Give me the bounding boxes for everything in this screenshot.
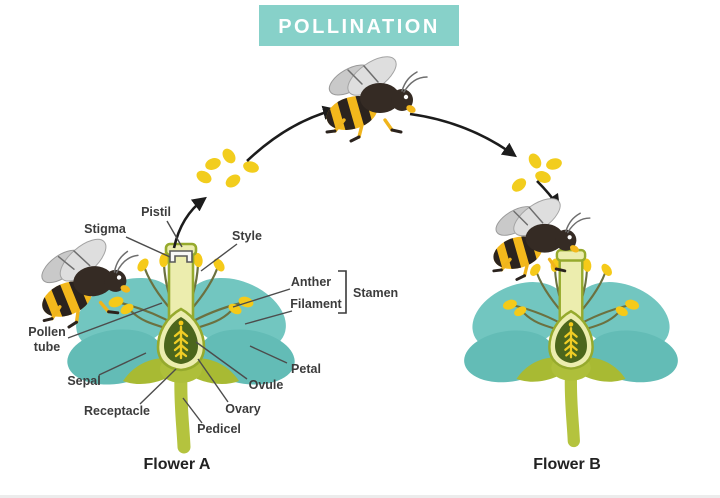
flower-b-illustration <box>461 250 682 441</box>
label-stamen: Stamen <box>353 286 398 300</box>
label-filament: Filament <box>290 297 342 311</box>
leader-anther <box>232 288 291 308</box>
leader-pollen-tube <box>67 302 163 339</box>
leader-petal <box>249 345 288 364</box>
bee-icon-top <box>318 49 427 141</box>
leader-pistil <box>166 220 183 248</box>
page-title: POLLINATION <box>278 16 440 38</box>
title-banner: POLLINATION <box>259 5 459 46</box>
label-anther: Anther <box>291 275 331 289</box>
label-petal: Petal <box>291 362 321 376</box>
leader-style <box>200 243 238 272</box>
stamen-bracket <box>338 270 347 314</box>
pollen-cluster-left <box>194 146 261 191</box>
label-ovary: Ovary <box>225 402 260 416</box>
part-labels: Pistil Stigma Style Anther Filament Stam… <box>28 205 398 436</box>
label-stigma: Stigma <box>84 222 127 236</box>
leader-filament <box>244 310 293 325</box>
flower-b-caption: Flower B <box>533 456 601 473</box>
label-style: Style <box>232 229 262 243</box>
leader-ovary <box>197 358 229 403</box>
pollen-arrow-down <box>409 112 517 158</box>
leader-ovule <box>195 341 248 380</box>
leader-receptacle <box>139 368 177 405</box>
label-ovule: Ovule <box>249 378 284 392</box>
pollen-arrow-up <box>172 196 207 249</box>
label-pollen-tube-1: Pollen <box>28 325 66 339</box>
pollen-arrow-to-bee <box>246 105 338 162</box>
stigma-highlight-bracket <box>169 250 193 263</box>
leader-sepal <box>98 352 147 376</box>
bottom-border <box>0 495 720 498</box>
label-receptacle: Receptacle <box>84 404 150 418</box>
label-sepal: Sepal <box>67 374 100 388</box>
label-pedicel: Pedicel <box>197 422 241 436</box>
leader-lines <box>67 220 347 424</box>
leader-pedicel <box>182 397 203 424</box>
leader-stigma <box>125 236 171 258</box>
flower-a-caption: Flower A <box>144 456 211 473</box>
label-pistil: Pistil <box>141 205 171 219</box>
pollen-cluster-right <box>509 151 564 195</box>
label-pollen-tube-2: tube <box>34 340 60 354</box>
